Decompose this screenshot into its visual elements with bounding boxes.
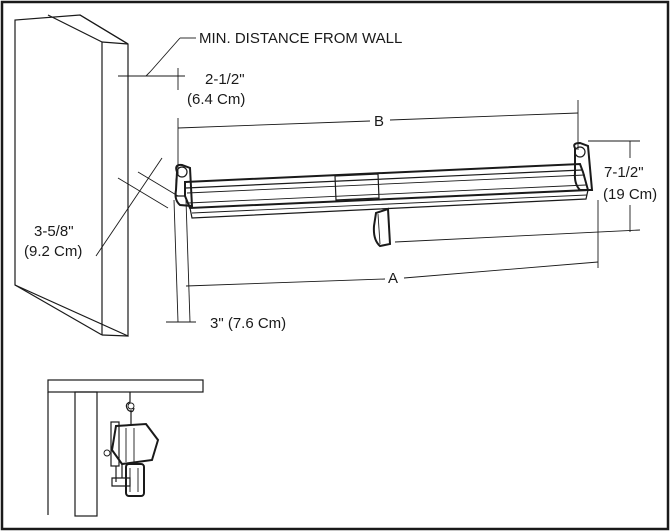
exit-device-bar (174, 141, 594, 248)
clearance-cm-label: (6.4 Cm) (187, 91, 245, 108)
depth-inches-label: 3-5/8" (34, 223, 74, 240)
clearance-inches-label: 2-1/2" (205, 71, 245, 88)
dimension-a: A (185, 200, 599, 287)
min-distance-label: MIN. DISTANCE FROM WALL (199, 30, 402, 47)
dimension-depth: 3-5/8" (9.2 Cm) (24, 157, 179, 260)
pull-handle (372, 207, 392, 248)
right-end-cap (573, 141, 594, 191)
side-detail (47, 379, 204, 517)
dimension-offset: 3" (7.6 Cm) (166, 199, 286, 332)
min-distance-callout: MIN. DISTANCE FROM WALL 2-1/2" (6.4 Cm) (118, 30, 402, 108)
depth-cm-label: (9.2 Cm) (24, 243, 82, 260)
height-inches-label: 7-1/2" (604, 164, 644, 181)
offset-label: 3" (7.6 Cm) (210, 315, 286, 332)
dimension-a-label: A (388, 270, 398, 287)
dimension-b-label: B (374, 113, 384, 130)
height-cm-label: (19 Cm) (603, 186, 657, 203)
wall (14, 14, 129, 337)
dimension-b: B (177, 100, 579, 175)
dimension-height: 7-1/2" (19 Cm) (394, 140, 657, 243)
